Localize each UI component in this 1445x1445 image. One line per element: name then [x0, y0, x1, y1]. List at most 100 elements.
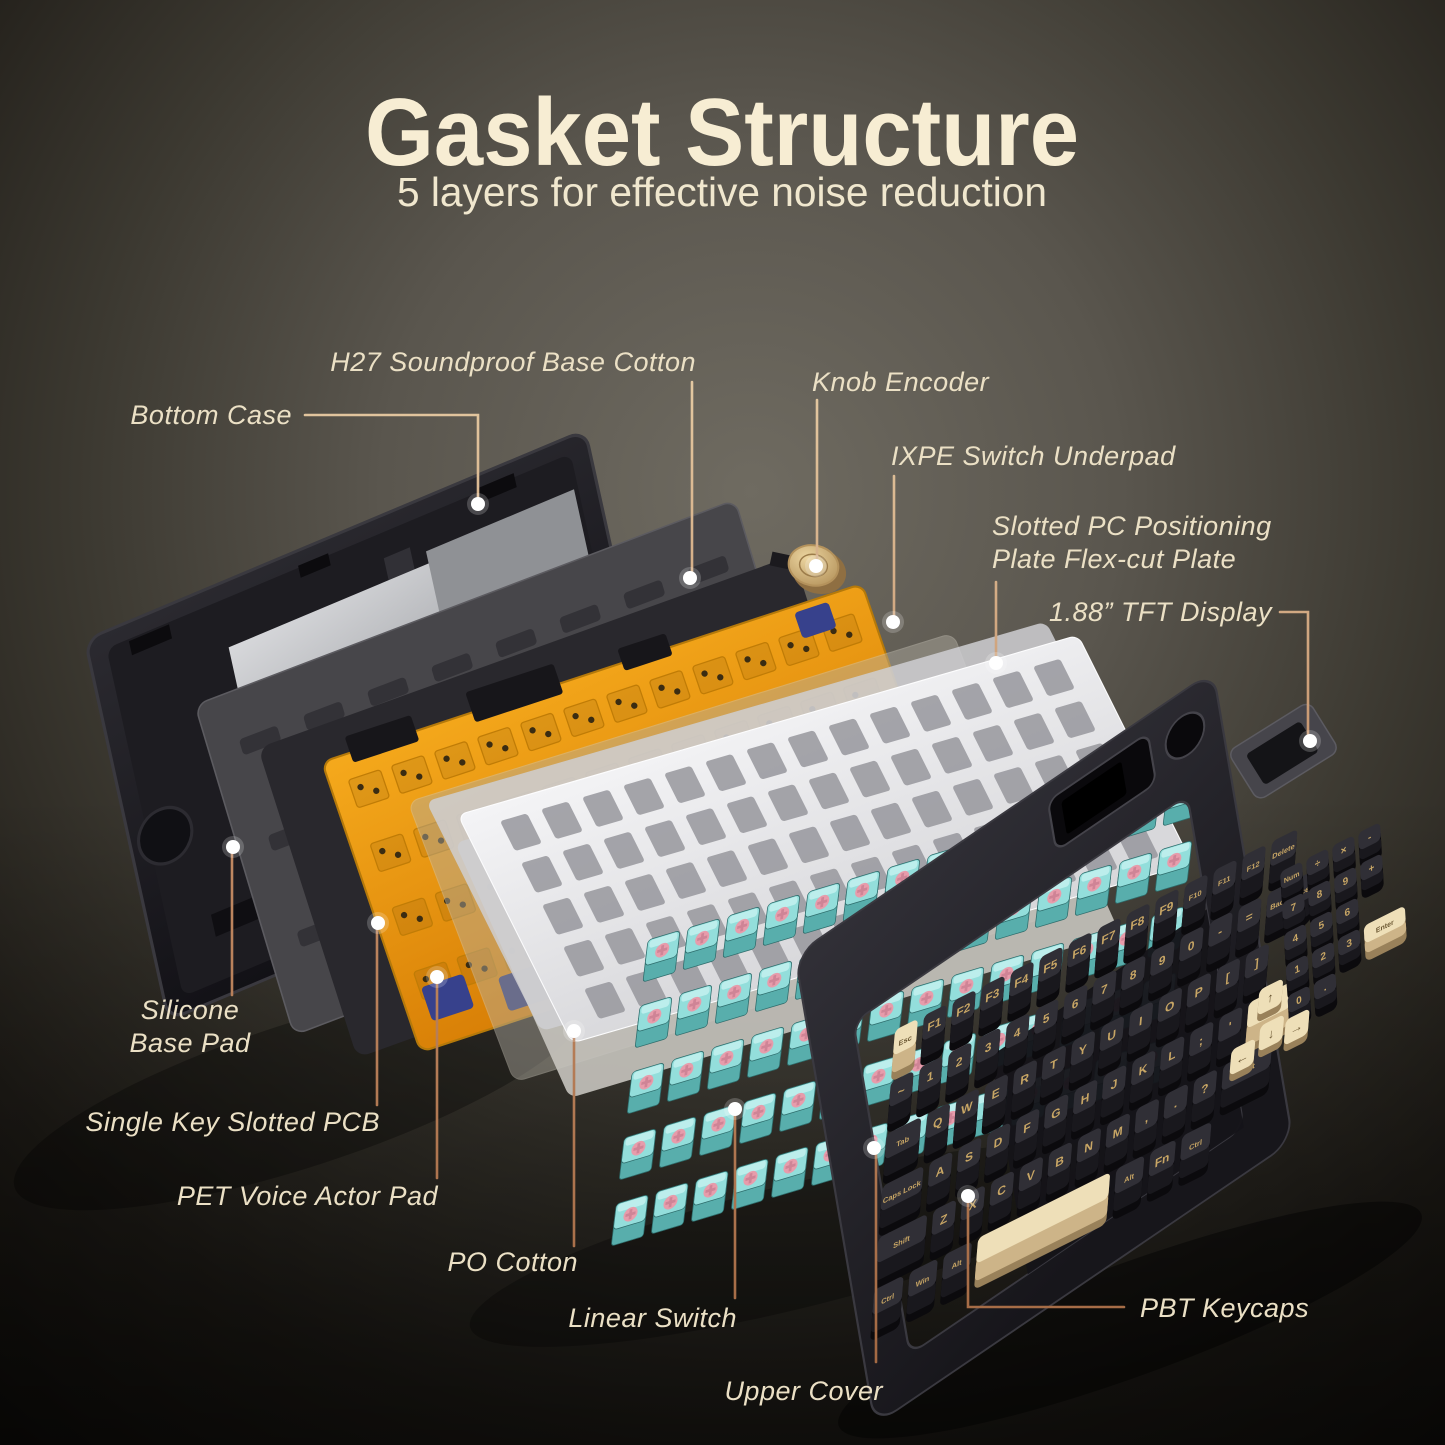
- pcb-solder-point: [437, 837, 445, 844]
- keycap-legend: ÷: [1315, 857, 1321, 871]
- keycap: D: [984, 1123, 1011, 1184]
- plate-hole: [707, 850, 747, 887]
- keycap-legend: [: [1225, 969, 1231, 985]
- linear-switch: [762, 895, 800, 946]
- pcb-solder-point: [422, 975, 430, 983]
- keycap: ~: [887, 1072, 914, 1132]
- plate-hole: [564, 940, 604, 977]
- keycap: J: [1100, 1065, 1127, 1126]
- plate-hole: [626, 970, 666, 1007]
- pcb-cell: [692, 656, 734, 695]
- linear-switch: [611, 1195, 649, 1246]
- pcb-solder-point: [400, 769, 407, 777]
- keycap: F7: [1094, 918, 1121, 979]
- keycap: 8: [1119, 956, 1146, 1016]
- keycap-legend: Alt: [951, 1258, 962, 1272]
- plate-hole: [605, 928, 645, 965]
- pcb-solder-point: [443, 897, 451, 905]
- pcb-solder-point: [588, 716, 595, 724]
- callout-labels: Bottom Case H27 Soundproof Base Cotton K…: [85, 347, 1308, 1406]
- keycap: C: [987, 1171, 1014, 1232]
- plate-hole: [584, 886, 624, 923]
- keycap-legend: R: [1020, 1070, 1030, 1088]
- keycap: 3: [974, 1028, 1001, 1089]
- keycap: E: [981, 1075, 1008, 1135]
- callout-knob: Knob Encoder: [812, 367, 990, 397]
- callout-pet: PET Voice Actor Pad: [177, 1181, 439, 1211]
- pcb-cell: [563, 698, 605, 737]
- keycap-legend: +: [1368, 862, 1375, 876]
- keycap: F2: [949, 991, 976, 1051]
- keycap: V: [1016, 1157, 1043, 1217]
- keycap-legend: 5: [1042, 1010, 1050, 1027]
- pcb-solder-point: [615, 698, 622, 706]
- keycap-legend: D: [993, 1133, 1003, 1151]
- keycap-legend: O: [1164, 997, 1175, 1016]
- keycap: B: [1045, 1142, 1072, 1203]
- leader-bottom-case: [303, 413, 480, 500]
- pcb-solder-point: [459, 901, 466, 908]
- silicone-slot: [431, 653, 473, 682]
- callout-bottom-case: Bottom Case: [130, 400, 292, 430]
- keycap-legend: 3: [984, 1039, 992, 1056]
- plate-hole: [829, 718, 869, 756]
- keycap-legend: K: [1138, 1060, 1149, 1079]
- plate-hole: [604, 832, 644, 869]
- linear-switch: [682, 919, 720, 970]
- keycap: Q: [923, 1104, 950, 1164]
- keycap: ?: [1190, 1070, 1217, 1130]
- pcb-solder-point: [416, 915, 423, 922]
- leader-pbt: [966, 1200, 1126, 1309]
- pcb-cell: [391, 897, 433, 936]
- pcb-cell: [391, 755, 433, 794]
- callout-ixpe: IXPE Switch Underpad: [891, 441, 1176, 471]
- keycap-legend: 1: [1294, 963, 1300, 977]
- dot-h27: [683, 571, 697, 585]
- plate-hole: [667, 958, 707, 995]
- keycap: Caps Lock: [878, 1167, 924, 1236]
- plate-hole: [563, 844, 603, 881]
- pcb-cell: [370, 833, 412, 872]
- positioning-plate-layer: [429, 623, 1190, 1042]
- keycap: 5: [1032, 999, 1059, 1060]
- keycap-legend: 7: [1100, 981, 1108, 998]
- pcb-solder-point: [422, 833, 429, 841]
- linear-switch: [739, 1093, 777, 1144]
- dot-upper-cover: [867, 1141, 881, 1155]
- callout-single-key-pcb: Single Key Slotted PCB: [85, 1107, 380, 1137]
- linear-switch: [907, 979, 945, 1030]
- keycap: F6: [1065, 933, 1092, 993]
- linear-switch: [619, 1129, 657, 1180]
- plate-hole: [952, 683, 992, 720]
- dot-tft: [1303, 734, 1317, 748]
- keycap: W: [952, 1089, 979, 1149]
- linear-switch: [651, 1183, 689, 1234]
- dot-single-key-pcb: [371, 916, 385, 930]
- pcb-cell: [434, 883, 476, 922]
- keycap: 9: [1148, 941, 1175, 1002]
- dot-silicone: [226, 840, 240, 854]
- plate-hole: [583, 790, 623, 827]
- pcb-solder-point: [744, 656, 751, 663]
- keycap: F8: [1123, 904, 1150, 964]
- keycap: F4: [1007, 962, 1034, 1022]
- arrow-keys: ↑←↓→: [1229, 979, 1310, 1082]
- pcb-solder-point: [830, 627, 837, 635]
- callout-slotted-pc-line1: Slotted PC Positioning: [992, 511, 1272, 541]
- linear-switch: [722, 907, 760, 958]
- keycap-legend: ;: [1198, 1033, 1203, 1049]
- silicone-slot: [239, 726, 281, 755]
- plate-hole: [543, 898, 583, 935]
- pcb-solder-point: [373, 787, 380, 794]
- plate-hole: [501, 814, 541, 851]
- plate-hole: [870, 707, 910, 744]
- keycap: 1: [916, 1057, 943, 1118]
- pcb-solder-point: [545, 730, 552, 738]
- keycap-legend: C: [997, 1181, 1007, 1199]
- keycap: 7: [1090, 970, 1117, 1031]
- keycap-arrow: ←: [1229, 1039, 1256, 1082]
- plate-hole: [665, 766, 705, 803]
- pcb-solder-point: [803, 645, 810, 653]
- keycap-legend: Y: [1078, 1041, 1088, 1059]
